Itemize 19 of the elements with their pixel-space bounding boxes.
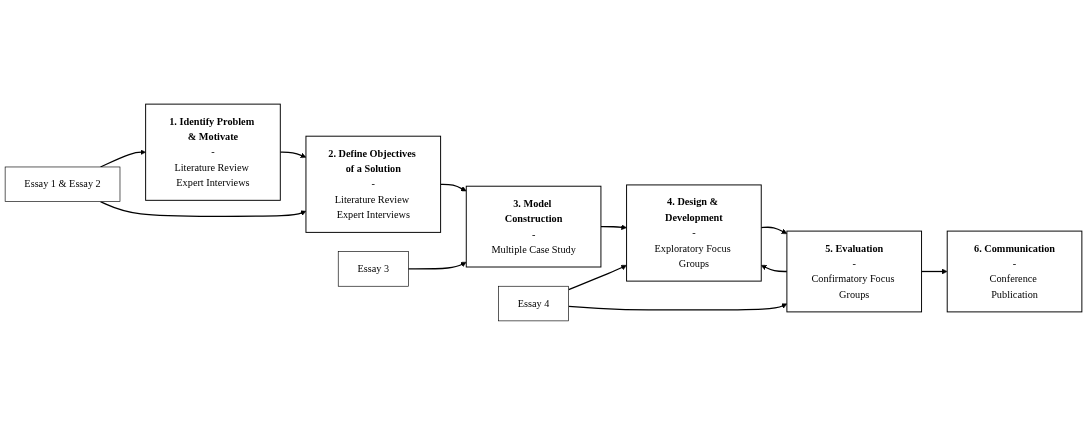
arrow — [568, 303, 788, 311]
arrow — [568, 265, 627, 291]
arrow — [439, 183, 467, 192]
node-box: 3. Model Construction - Multiple Case Study — [465, 185, 602, 268]
arrow — [760, 226, 788, 235]
node-box: Essay 1 & Essay 2 — [4, 166, 121, 202]
node-box: 4. Design & Development - Exploratory Focus Groups — [626, 184, 762, 282]
node-box: 1. Identify Problem & Motivate - Literature Review Expert Interviews — [145, 103, 281, 201]
node-box: Essay 4 — [498, 285, 569, 322]
arrow — [600, 224, 627, 231]
node-box: 2. Define Objectives of a Solution - Literature Review Expert Interviews — [305, 135, 442, 233]
arrow — [279, 151, 307, 159]
arrow — [407, 261, 467, 270]
node-box: Essay 3 — [337, 251, 409, 287]
arrow — [761, 265, 788, 273]
arrow — [99, 200, 307, 217]
node-box: 5. Evaluation - Confirmatory Focus Groups — [786, 230, 923, 313]
arrow — [920, 268, 948, 275]
node-box: 6. Communication - Conference Publication — [946, 230, 1083, 313]
